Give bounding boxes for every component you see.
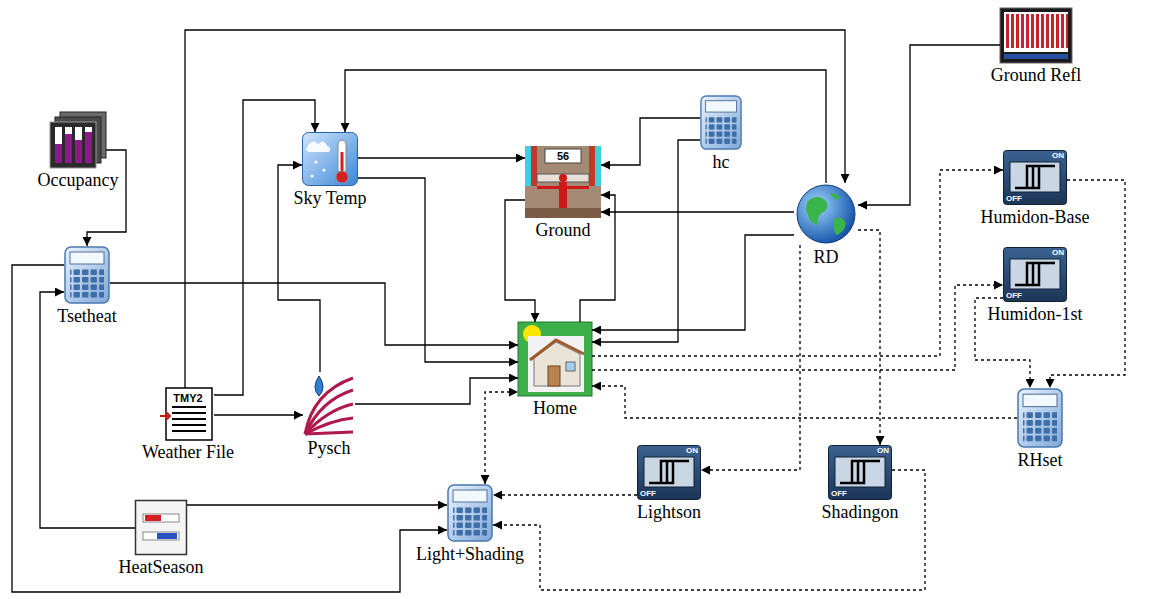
calculator-icon <box>448 485 492 541</box>
switch-state: ON <box>877 447 889 455</box>
switch-state: OFF <box>831 490 847 498</box>
component-label: Tsetheat <box>56 306 118 326</box>
component-node: Occupancy <box>50 112 106 168</box>
component-label: RHset <box>1017 450 1064 470</box>
data-connector <box>185 30 845 388</box>
component-label: HeatSeason <box>118 557 205 577</box>
control-connector <box>592 170 1003 356</box>
data-connector <box>601 118 700 165</box>
component-label: Ground Refl <box>990 65 1082 85</box>
radiation-globe-icon <box>797 185 855 243</box>
data-connector <box>214 414 303 415</box>
component-label: Occupancy <box>37 170 120 190</box>
occupancy-icon <box>50 112 106 168</box>
data-connector <box>358 157 525 158</box>
data-connector <box>87 150 126 246</box>
data-connector <box>12 265 447 592</box>
component-label: hc <box>712 152 731 172</box>
control-connector <box>701 245 800 470</box>
component-node: Home <box>518 322 592 396</box>
data-connector <box>858 45 1000 205</box>
calculator-icon <box>1018 389 1062 447</box>
switch-state: ON <box>1052 152 1064 160</box>
switch-icon <box>829 446 892 500</box>
data-connector <box>358 178 518 362</box>
control-connector <box>858 230 880 445</box>
component-node: Pysch <box>303 372 355 436</box>
weather-file-icon <box>160 388 212 440</box>
component-label: Humidon-Base <box>980 207 1091 227</box>
data-connector <box>580 195 615 322</box>
data-connector <box>592 140 700 342</box>
component-label: Shadingon <box>820 502 899 522</box>
component-node: RD <box>794 183 858 245</box>
data-connector <box>355 378 518 404</box>
switch-state: OFF <box>640 490 656 498</box>
component-node: Sky Temp <box>302 132 358 186</box>
icon-caption: 56 <box>556 151 570 162</box>
psychrometrics-icon <box>303 372 355 436</box>
switch-state: OFF <box>1006 195 1022 203</box>
component-label: Home <box>532 398 578 418</box>
component-node: hc <box>700 95 742 150</box>
home-icon <box>518 322 592 396</box>
switch-state: ON <box>1052 249 1064 257</box>
component-label: Lightson <box>636 502 702 522</box>
component-node: HeatSeason <box>135 500 187 555</box>
component-label: Pysch <box>306 438 351 458</box>
component-label: Ground <box>535 220 592 240</box>
data-connector <box>40 292 135 528</box>
component-label: Weather File <box>141 442 235 462</box>
sky-temp-icon <box>303 133 358 186</box>
calculator-icon <box>65 247 109 303</box>
data-connector <box>214 100 315 395</box>
ground-reflectance-icon <box>1000 8 1072 63</box>
switch-icon <box>638 446 701 500</box>
data-connector <box>345 70 826 183</box>
component-label: RD <box>812 247 839 267</box>
component-label: Sky Temp <box>293 188 368 208</box>
switch-icon <box>1004 151 1067 205</box>
calculator-icon <box>701 96 741 149</box>
heat-season-icon <box>136 501 187 555</box>
switch-icon <box>1004 248 1067 302</box>
data-connector <box>592 235 794 330</box>
component-label: Light+Shading <box>415 544 525 564</box>
component-node: RHset <box>1017 388 1063 448</box>
component-node: Ground Refl <box>1000 8 1072 63</box>
control-connector <box>493 470 925 590</box>
data-connector <box>601 211 794 212</box>
control-connector <box>592 285 1003 370</box>
data-connector <box>187 504 447 505</box>
control-connector <box>592 386 1017 418</box>
component-label: Humidon-1st <box>986 304 1083 324</box>
data-connector <box>505 200 535 322</box>
data-connector <box>110 283 518 345</box>
switch-state: ON <box>686 447 698 455</box>
ground-icon <box>525 146 601 218</box>
switch-state: OFF <box>1006 292 1022 300</box>
control-connector <box>485 392 518 484</box>
control-connector <box>493 494 637 495</box>
icon-caption: TMY2 <box>172 393 203 404</box>
component-node: Tsetheat <box>64 246 110 304</box>
component-node: Light+Shading <box>447 484 493 542</box>
